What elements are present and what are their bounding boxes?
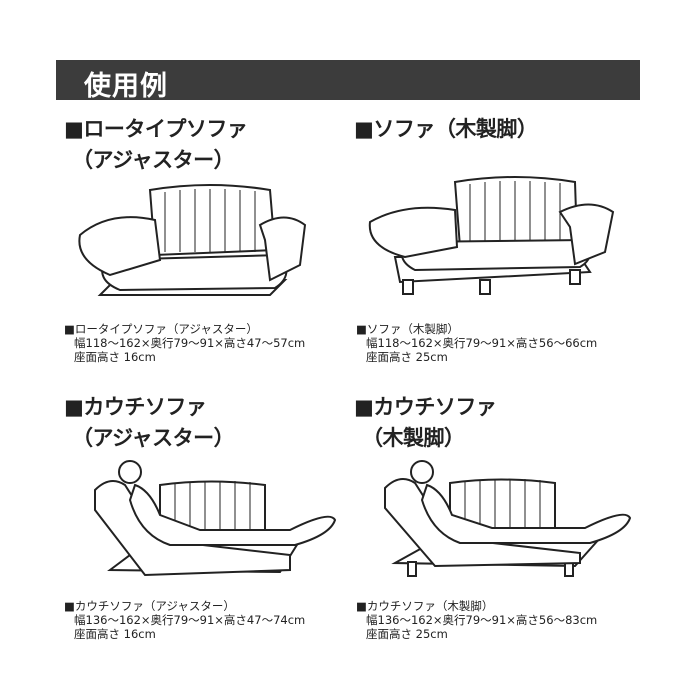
caption-seat-height: 座面高さ 25cm bbox=[366, 350, 448, 364]
caption-seat-height: 座面高さ 16cm bbox=[74, 350, 156, 364]
caption-low-sofa: ■ロータイプソファ（アジャスター） 幅118～162×奥行79～91×高さ47～… bbox=[64, 322, 305, 364]
page-title: 使用例 bbox=[84, 71, 168, 102]
caption-dimensions: 幅118～162×奥行79～91×高さ47～57cm bbox=[74, 336, 306, 350]
heading-line: ■カウチソファ bbox=[354, 395, 497, 419]
caption-dimensions: 幅118～162×奥行79～91×高さ56～66cm bbox=[366, 336, 598, 350]
caption-title: ■ソファ（木製脚） bbox=[356, 322, 459, 336]
heading-low-sofa: ■ロータイプソファ （アジャスター） bbox=[64, 114, 364, 176]
caption-couch-adjuster: ■カウチソファ（アジャスター） 幅136～162×奥行79～91×高さ47～74… bbox=[64, 599, 305, 641]
heading-couch-adjuster: ■カウチソファ （アジャスター） bbox=[64, 392, 364, 454]
caption-title: ■カウチソファ（アジャスター） bbox=[64, 599, 235, 613]
heading-line: ■ソファ（木製脚） bbox=[354, 117, 538, 141]
caption-dimensions: 幅136～162×奥行79～91×高さ47～74cm bbox=[74, 613, 306, 627]
caption-sofa-wood: ■ソファ（木製脚） 幅118～162×奥行79～91×高さ56～66cm 座面高… bbox=[356, 322, 597, 364]
caption-seat-height: 座面高さ 16cm bbox=[74, 627, 156, 641]
low-sofa-illustration bbox=[78, 184, 307, 296]
heading-line: ■ロータイプソファ bbox=[64, 117, 248, 141]
couch-adjuster-illustration bbox=[94, 460, 337, 577]
heading-line: ■カウチソファ bbox=[64, 395, 207, 419]
heading-line: （アジャスター） bbox=[72, 148, 235, 172]
wood-leg-sofa-illustration bbox=[368, 176, 615, 295]
title-bar: 使用例 bbox=[56, 60, 640, 102]
couch-wood-illustration bbox=[384, 460, 632, 577]
heading-line: （アジャスター） bbox=[72, 426, 235, 450]
heading-line: （木製脚） bbox=[362, 426, 465, 450]
heading-couch-wood: ■カウチソファ （木製脚） bbox=[354, 392, 654, 454]
caption-title: ■カウチソファ（木製脚） bbox=[356, 599, 494, 613]
caption-seat-height: 座面高さ 25cm bbox=[366, 627, 448, 641]
caption-dimensions: 幅136～162×奥行79～91×高さ56～83cm bbox=[366, 613, 598, 627]
heading-sofa-wood: ■ソファ（木製脚） bbox=[354, 114, 654, 145]
caption-couch-wood: ■カウチソファ（木製脚） 幅136～162×奥行79～91×高さ56～83cm … bbox=[356, 599, 597, 641]
caption-title: ■ロータイプソファ（アジャスター） bbox=[64, 322, 258, 336]
